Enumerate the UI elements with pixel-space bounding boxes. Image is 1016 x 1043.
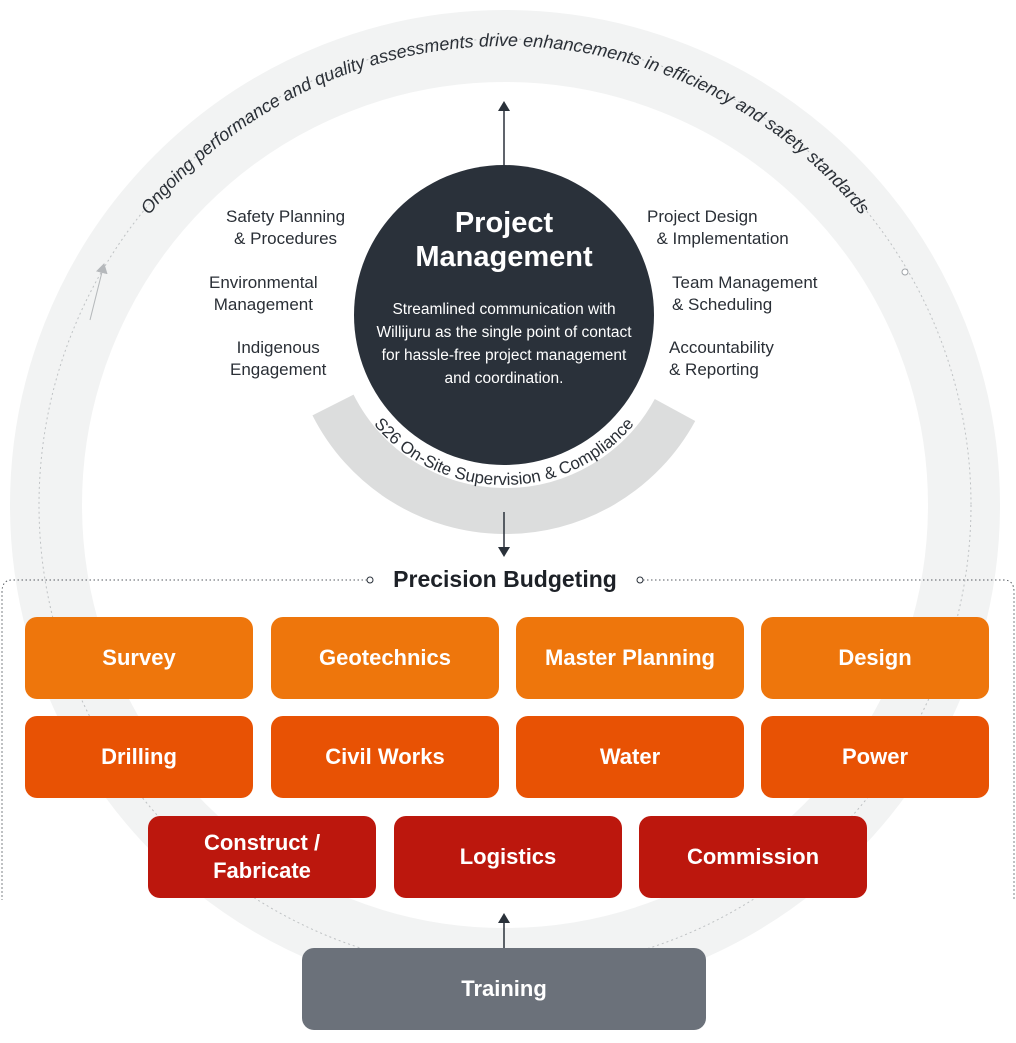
cycle-dot [901, 268, 909, 276]
label-indigenous: Indigenous Engagement [230, 338, 327, 379]
cycle-arrow-icon [89, 263, 108, 321]
box-training[interactable]: Training [302, 948, 706, 1030]
box-logistics[interactable]: Logistics [394, 816, 622, 898]
label-safety-planning: Safety Planning & Procedures [226, 207, 346, 248]
box-master-planning[interactable]: Master Planning [516, 617, 744, 699]
box-construct-fabricate[interactable]: Construct / Fabricate [148, 816, 376, 898]
budget-bracket [1, 579, 1015, 900]
label-team-management: Team Management & Scheduling [672, 273, 818, 314]
box-power[interactable]: Power [761, 716, 989, 798]
center-description: Streamlined communication with Willijuru… [376, 301, 632, 387]
project-management-circle [354, 165, 654, 465]
center-title: Project Management [415, 207, 593, 273]
label-environmental: Environmental Management [209, 273, 318, 314]
bracket-dot [366, 576, 374, 584]
supervision-arc [312, 394, 696, 535]
box-design[interactable]: Design [761, 617, 989, 699]
label-accountability: Accountability & Reporting [669, 338, 774, 379]
box-water[interactable]: Water [516, 716, 744, 798]
box-commission[interactable]: Commission [639, 816, 867, 898]
box-civil-works[interactable]: Civil Works [271, 716, 499, 798]
precision-budgeting-title: Precision Budgeting [393, 566, 617, 592]
box-geotechnics[interactable]: Geotechnics [271, 617, 499, 699]
box-drilling[interactable]: Drilling [25, 716, 253, 798]
label-project-design: Project Design & Implementation [647, 207, 789, 248]
bracket-dot [636, 576, 644, 584]
box-survey[interactable]: Survey [25, 617, 253, 699]
